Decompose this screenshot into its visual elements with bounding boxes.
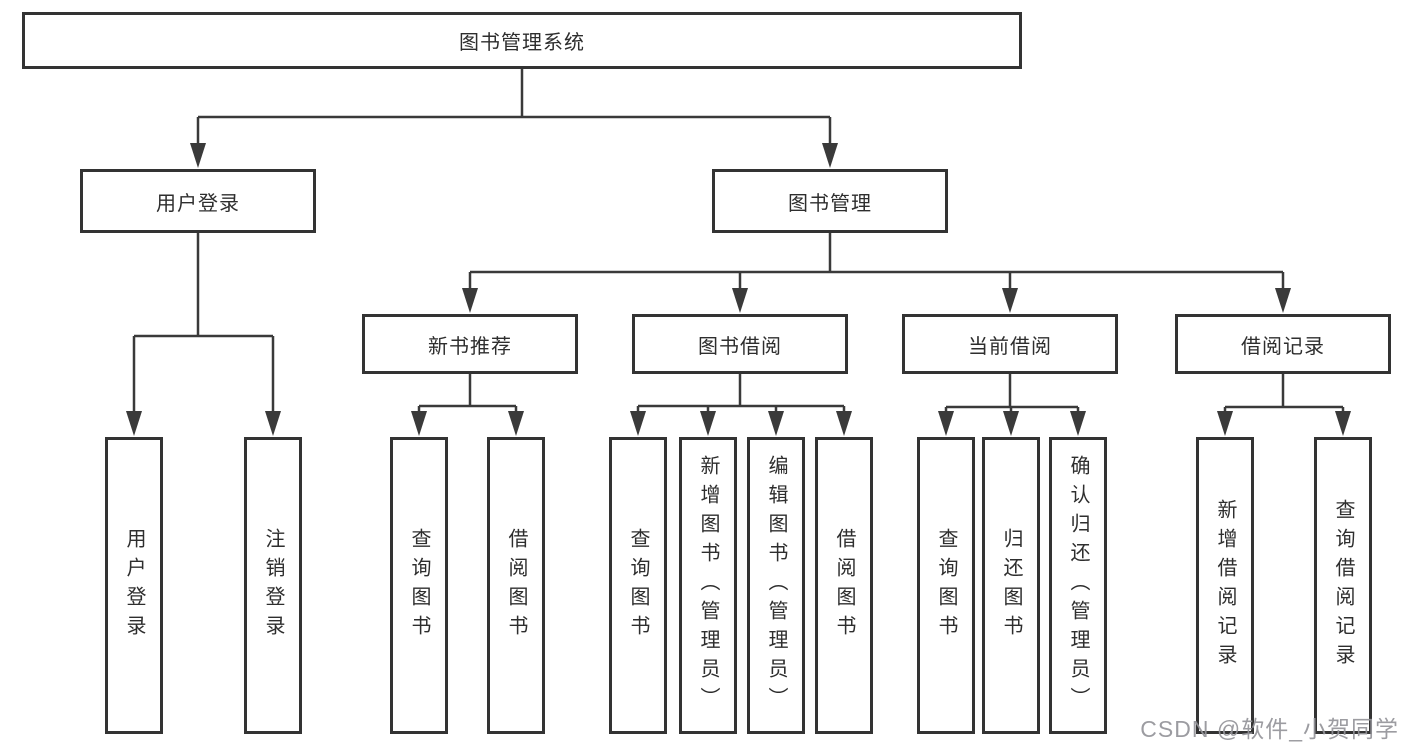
leaf-edit-book-admin: 编辑图书（管理员） xyxy=(747,437,805,734)
node-new-book-recommend-label: 新书推荐 xyxy=(428,335,512,358)
leaf-confirm-return-admin: 确认归还（管理员） xyxy=(1049,437,1107,734)
node-new-book-recommend: 新书推荐 xyxy=(362,314,578,374)
leaf-query-book-recommend-label: 查询图书 xyxy=(408,527,430,644)
leaf-logout: 注销登录 xyxy=(244,437,302,734)
leaf-logout-label: 注销登录 xyxy=(262,527,284,644)
leaf-user-login-label: 用户登录 xyxy=(123,527,145,644)
leaf-query-book-borrowing-label: 查询图书 xyxy=(627,527,649,644)
node-current-borrowing-label: 当前借阅 xyxy=(968,335,1052,358)
leaf-borrow-book-label: 借阅图书 xyxy=(833,527,855,644)
leaf-confirm-return-admin-label: 确认归还（管理员） xyxy=(1067,455,1089,716)
node-borrowing-records: 借阅记录 xyxy=(1175,314,1391,374)
node-book-management-label: 图书管理 xyxy=(788,192,872,215)
node-book-borrowing-label: 图书借阅 xyxy=(698,335,782,358)
leaf-query-borrow-record-label: 查询借阅记录 xyxy=(1332,498,1354,673)
leaf-add-book-admin-label: 新增图书（管理员） xyxy=(697,455,719,716)
leaf-user-login: 用户登录 xyxy=(105,437,163,734)
leaf-query-borrow-record: 查询借阅记录 xyxy=(1314,437,1372,734)
leaf-borrow-book-recommend-label: 借阅图书 xyxy=(505,527,527,644)
leaf-add-borrow-record-label: 新增借阅记录 xyxy=(1214,498,1236,673)
node-user-login: 用户登录 xyxy=(80,169,316,233)
node-user-login-label: 用户登录 xyxy=(156,192,240,215)
leaf-query-book-current-label: 查询图书 xyxy=(935,527,957,644)
node-system-root: 图书管理系统 xyxy=(22,12,1022,69)
leaf-return-book-label: 归还图书 xyxy=(1000,527,1022,644)
node-system-root-label: 图书管理系统 xyxy=(459,32,585,54)
leaf-edit-book-admin-label: 编辑图书（管理员） xyxy=(765,455,787,716)
csdn-watermark: CSDN @软件_小贺同学 xyxy=(1140,716,1399,742)
leaf-query-book-borrowing: 查询图书 xyxy=(609,437,667,734)
leaf-query-book-recommend: 查询图书 xyxy=(390,437,448,734)
node-current-borrowing: 当前借阅 xyxy=(902,314,1118,374)
leaf-add-book-admin: 新增图书（管理员） xyxy=(679,437,737,734)
leaf-return-book: 归还图书 xyxy=(982,437,1040,734)
node-borrowing-records-label: 借阅记录 xyxy=(1241,335,1325,358)
node-book-borrowing: 图书借阅 xyxy=(632,314,848,374)
leaf-borrow-book: 借阅图书 xyxy=(815,437,873,734)
leaf-query-book-current: 查询图书 xyxy=(917,437,975,734)
leaf-add-borrow-record: 新增借阅记录 xyxy=(1196,437,1254,734)
leaf-borrow-book-recommend: 借阅图书 xyxy=(487,437,545,734)
node-book-management: 图书管理 xyxy=(712,169,948,233)
